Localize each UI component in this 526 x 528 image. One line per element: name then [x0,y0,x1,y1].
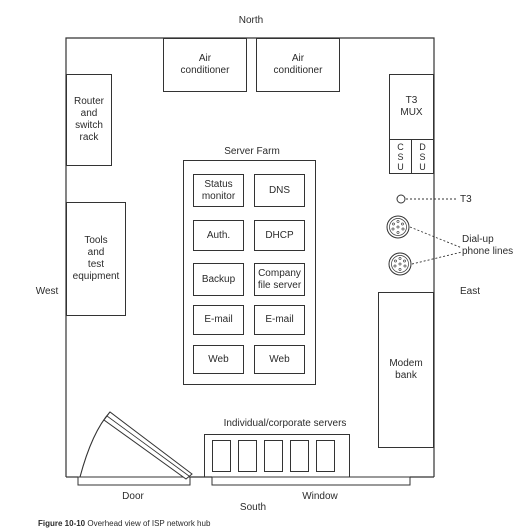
dialup-leader-2 [411,251,463,265]
south-label: South [239,502,267,513]
door-leaf-inner-line [106,415,190,477]
door-frame [77,476,191,486]
door-swing-arc [79,411,111,478]
server-label: DHCP [265,229,294,241]
dsu-label: D S U [419,141,426,172]
server-farm [183,160,316,385]
window-label: Window [302,491,338,502]
modem-bank-label: Modem bank [389,358,423,381]
server-label: Company file server [257,267,302,291]
server-email-2: E-mail [254,305,305,335]
individual-server-slot [212,440,231,472]
server-email-1: E-mail [193,305,244,335]
individual-server-slot [290,440,309,472]
server-status-monitor: Status monitor [193,174,244,207]
server-web-2: Web [254,345,305,374]
dialup-leader-1 [409,226,463,249]
individual-servers-label: Individual/corporate servers [223,418,347,429]
air-conditioner-1-label: Air conditioner [180,53,230,76]
t3-connector [396,194,406,204]
server-farm-title: Server Farm [224,146,280,157]
figure-caption-text: Overhead view of ISP network hub [85,519,211,528]
server-web-1: Web [193,345,244,374]
router-switch-rack-label: Router and switch rack [73,96,104,143]
dsu-unit: D S U [411,139,434,174]
server-label: Web [208,353,229,365]
server-label: E-mail [204,314,233,325]
server-backup: Backup [193,263,244,296]
server-label: DNS [268,184,291,196]
door-label: Door [122,491,144,502]
air-conditioner-2-label: Air conditioner [273,53,323,76]
csu-unit: C S U [389,139,412,174]
server-label: E-mail [265,314,294,325]
server-dns: DNS [254,174,305,207]
server-label: Status monitor [201,178,236,202]
router-switch-rack: Router and switch rack [66,74,112,166]
air-conditioner-2: Air conditioner [256,38,340,92]
server-label: Auth. [206,229,231,241]
east-label: East [459,286,480,297]
figure-caption: Figure 10-10 Overhead view of ISP networ… [38,519,210,528]
modem-bank: Modem bank [378,292,434,448]
t3-label: T3 [460,194,472,205]
csu-label: C S U [397,141,404,172]
t3-mux: T3 MUX [389,74,434,140]
server-label: Web [269,353,290,365]
dialup-label: Dial-up phone lines [462,234,514,257]
tools-test-equipment-label: Tools and test equipment [72,235,120,282]
individual-server-slot [316,440,335,472]
server-label: Backup [201,273,236,285]
dialup-jack-2 [388,252,412,276]
figure-number: Figure 10-10 [38,519,86,528]
dialup-jack-1 [386,215,410,239]
north-label: North [238,15,264,26]
t3-mux-label: T3 MUX [400,95,423,118]
individual-server-slot [264,440,283,472]
server-company-file-server: Company file server [254,263,305,296]
server-auth: Auth. [193,220,244,251]
individual-servers-rack [204,434,350,477]
west-label: West [35,286,59,297]
server-dhcp: DHCP [254,220,305,251]
air-conditioner-1: Air conditioner [163,38,247,92]
tools-test-equipment: Tools and test equipment [66,202,126,316]
individual-server-slot [238,440,257,472]
window-frame [211,476,411,486]
